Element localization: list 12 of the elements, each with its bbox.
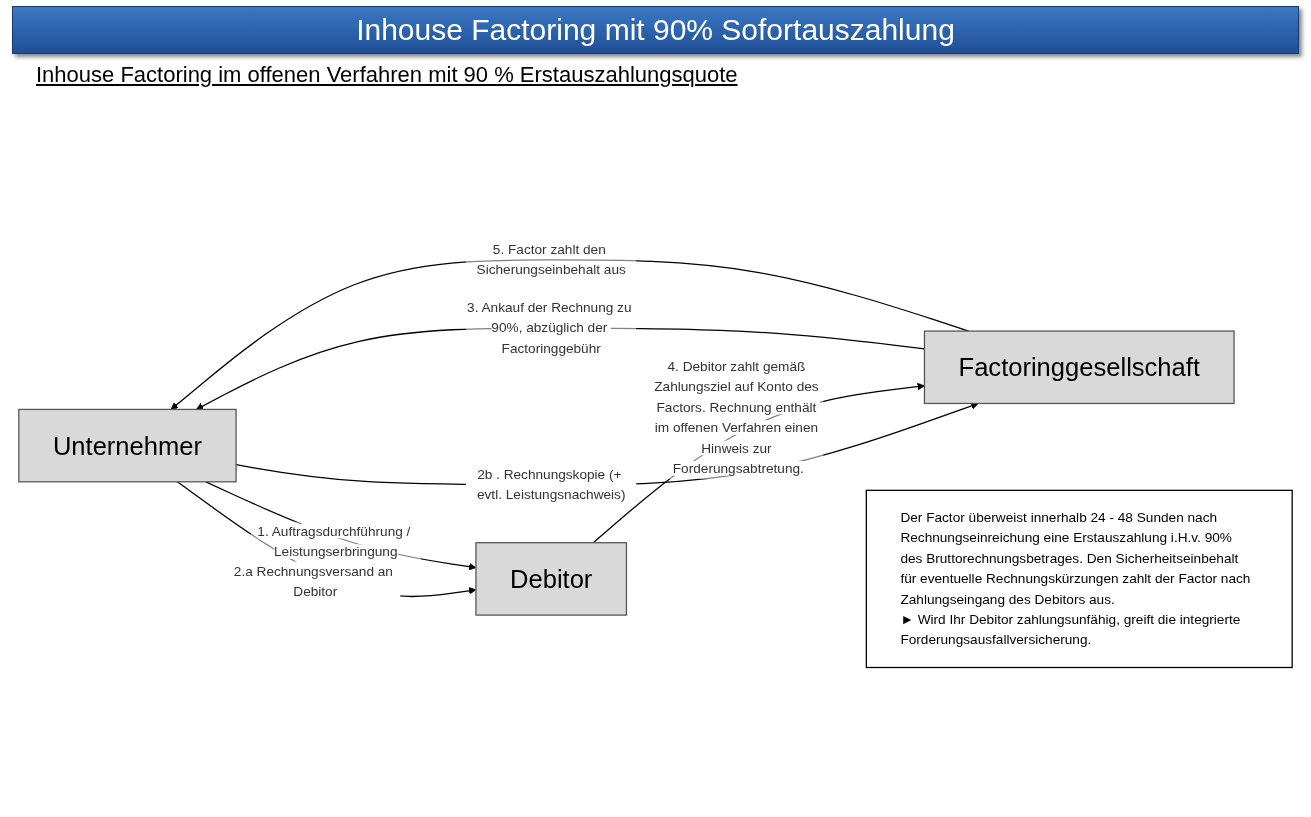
node-box: Debitor <box>475 542 628 616</box>
edge-label: 2b . Rechnungskopie (+ evtl. Leistungsnachweis) <box>476 466 626 502</box>
edge-label: 3. Ankauf der Rechnung zu 90%, abzüglich der Factoringgebühr <box>467 299 632 356</box>
title-banner: Inhouse Factoring mit 90% Sofortauszahlung <box>12 6 1299 54</box>
edge-label: 2.a Rechnungsversand an Debitor <box>233 564 393 599</box>
node-box: Unternehmer <box>18 408 237 483</box>
edge-label: 5. Factor zahlt den Sicherungseinbehalt aus <box>476 242 626 277</box>
edge-label: 4. Debitor zahlt gemäß Zahlungsziel auf Konto des Factors. Rechnung enthält im offenen Verfahren einen Hinweis zur Forderungsabtretung. <box>654 358 819 476</box>
subtitle: Inhouse Factoring im offenen Verfahren mit 90 % Erstauszahlungsquote <box>36 62 739 88</box>
node-box: Factoringgesellschaft <box>923 330 1235 405</box>
edge-label: 1. Auftragsdurchführung / Leistungserbringung <box>257 523 411 559</box>
node-box: Der Factor überweist innerhalb 24 - 48 Sunden nach Rechnungseinreichung eine Erstauszahlung i.H.v. 90% des Bruttorechnungsbetrages. Den Sicherheitseinbehalt für eventuelle Rechnungskürzungen zahlt der Factor nach Zahlungseingang des Debitors aus. ► Wird Ihr Debitor zahlungsunfähig, greift die integrierte Forderungsausfallversicherung. <box>865 489 1293 669</box>
